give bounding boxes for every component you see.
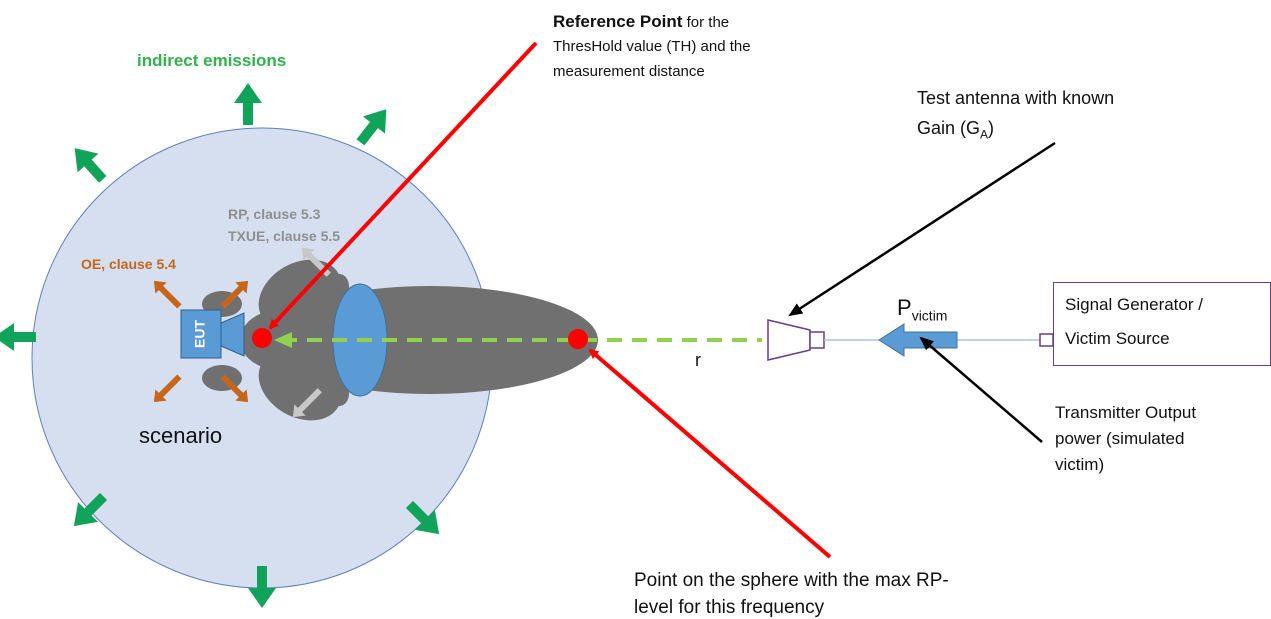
p-victim-label: Pvictim bbox=[897, 295, 947, 323]
oe-clause-label: OE, clause 5.4 bbox=[81, 256, 176, 272]
max-rp-point bbox=[568, 329, 588, 349]
rp-clause-label: RP, clause 5.3 bbox=[228, 206, 321, 222]
reference-point-label: Reference Point for the bbox=[553, 12, 729, 32]
reference-point-line2: ThresHold value (TH) and the bbox=[553, 38, 751, 55]
reference-point-arrow bbox=[268, 41, 538, 330]
reference-point-rest: for the bbox=[682, 14, 730, 31]
sphere-point-line1: Point on the sphere with the max RP- bbox=[634, 570, 949, 591]
reference-point-line3: measurement distance bbox=[553, 63, 705, 80]
reference-point bbox=[252, 328, 272, 348]
signal-generator-box bbox=[1053, 282, 1271, 366]
max-rp-arrow bbox=[588, 348, 832, 559]
eut-horn bbox=[220, 312, 245, 357]
distance-arrowhead bbox=[274, 332, 292, 348]
sphere-point-line2: level for this frequency bbox=[634, 597, 825, 618]
gain-suffix: ) bbox=[988, 118, 995, 138]
scenario-label: scenario bbox=[139, 423, 223, 448]
p-victim-main: P bbox=[897, 295, 912, 320]
p-victim-sub: victim bbox=[911, 307, 948, 324]
transmitter-output-line1: Transmitter Output bbox=[1055, 403, 1197, 422]
test-antenna bbox=[767, 319, 825, 361]
eut-label: EUT bbox=[192, 320, 208, 348]
signal-generator-line2: Victim Source bbox=[1065, 329, 1170, 348]
transmitter-output-line3: victim) bbox=[1055, 455, 1105, 474]
transmitter-output-line2: power (simulated bbox=[1055, 429, 1185, 448]
test-antenna-line1: Test antenna with known bbox=[917, 88, 1115, 108]
indirect-emissions-label: indirect emissions bbox=[137, 51, 287, 70]
gain-prefix: Gain (G bbox=[917, 118, 981, 138]
gain-subscript: A bbox=[980, 127, 989, 142]
reference-point-bold: Reference Point bbox=[553, 12, 683, 31]
p-victim-arrow bbox=[878, 323, 958, 357]
source-connector bbox=[1039, 333, 1054, 347]
distance-r-label: r bbox=[695, 350, 701, 370]
test-antenna-gain: Gain (GA) bbox=[917, 118, 994, 142]
txue-clause-label: TXUE, clause 5.5 bbox=[228, 228, 341, 244]
test-antenna-arrow bbox=[788, 141, 1056, 317]
transmitter-output-arrow bbox=[919, 336, 1043, 443]
signal-generator-line1: Signal Generator / bbox=[1065, 295, 1203, 314]
